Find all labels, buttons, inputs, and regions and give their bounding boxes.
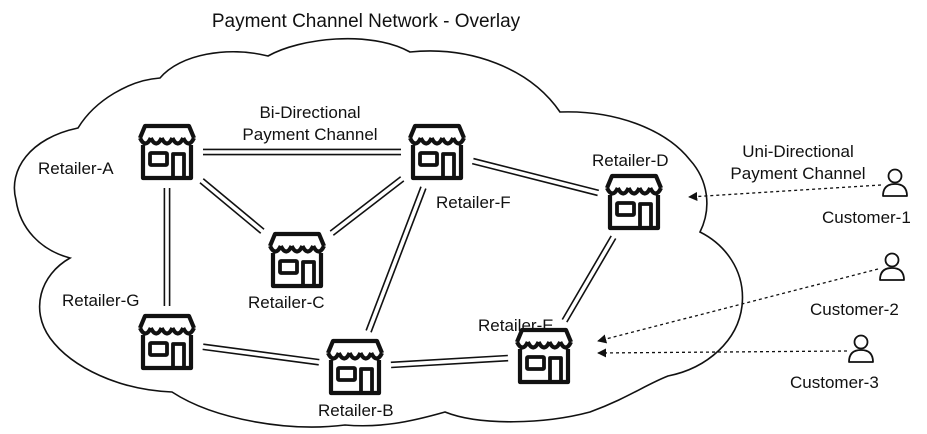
channel-a-c [199,178,265,234]
retailer-label-e: Retailer-E [478,316,554,335]
retailer-label-b: Retailer-B [318,401,394,420]
store-icon[interactable] [604,173,664,231]
customer-label-1: Customer-1 [822,208,911,227]
uni-channel-customer-3-to-retailer-e [597,348,848,358]
customer-label-2: Customer-2 [810,300,899,319]
person-icon[interactable] [882,168,908,197]
uni-channel-customer-1-to-retailer-d [688,184,882,202]
diagram-title: Payment Channel Network - Overlay [212,11,521,32]
store-icon[interactable] [325,338,385,396]
bidirectional-channels [163,148,617,369]
store-icon[interactable] [407,123,467,181]
channel-f-d [471,157,600,197]
retailer-label-d: Retailer-D [592,151,669,170]
retailer-label-f: Retailer-F [436,193,511,212]
channel-b-e [390,354,509,369]
retailer-label-c: Retailer-C [248,293,325,312]
uni-channel-customer-2-to-retailer-e [597,268,879,344]
uni-directional-label-line1: Uni-Directional [742,142,853,161]
channel-a-f [203,148,401,156]
channel-a-g [163,188,171,306]
bi-directional-label-line1: Bi-Directional [259,103,360,122]
channel-g-b [202,343,320,366]
channel-f-b [365,186,427,333]
unidirectional-channels [597,184,882,358]
store-icon[interactable] [267,231,327,289]
store-icon[interactable] [514,327,574,385]
overlay-cloud [13,37,744,428]
store-icon[interactable] [137,123,197,181]
person-icon[interactable] [879,252,905,281]
customer-label-3: Customer-3 [790,373,879,392]
person-icon[interactable] [848,334,874,363]
retailer-label-a: Retailer-A [38,159,114,178]
channel-f-c [329,176,405,236]
channel-d-e [561,235,617,323]
store-icon[interactable] [137,313,197,371]
retailer-label-g: Retailer-G [62,291,139,310]
bi-directional-label-line2: Payment Channel [242,125,377,144]
uni-directional-label-line2: Payment Channel [730,164,865,183]
